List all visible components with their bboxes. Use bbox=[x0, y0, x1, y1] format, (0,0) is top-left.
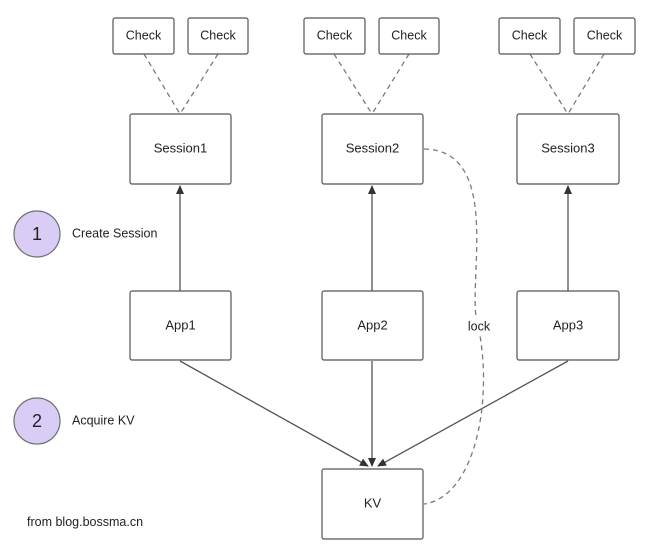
step-1: 1 Create Session bbox=[13, 210, 158, 258]
app3-box: App3 bbox=[516, 290, 620, 361]
create-session-arrows bbox=[176, 185, 572, 291]
app3-label: App3 bbox=[553, 317, 583, 332]
lock-connector bbox=[423, 148, 485, 505]
step-2-label: Acquire KV bbox=[72, 413, 135, 427]
check-label: Check bbox=[512, 28, 548, 42]
app1-label: App1 bbox=[165, 317, 195, 332]
kv-label: KV bbox=[364, 495, 382, 510]
step-1-label: Create Session bbox=[72, 226, 158, 240]
app1-box: App1 bbox=[129, 290, 232, 361]
kv-box: KV bbox=[321, 468, 424, 540]
step-2-circle bbox=[13, 397, 61, 445]
session1-box: Session1 bbox=[129, 113, 232, 185]
session3-box: Session3 bbox=[516, 113, 620, 185]
source-credit: from blog.bossma.cn bbox=[27, 515, 144, 529]
check-box: Check bbox=[378, 17, 440, 55]
session2-box: Session2 bbox=[321, 113, 424, 185]
step-2: 2 Acquire KV bbox=[13, 397, 135, 445]
step-2-number: 2 bbox=[32, 411, 42, 431]
check-box: Check bbox=[112, 17, 175, 55]
check-box: Check bbox=[498, 17, 561, 55]
check-label: Check bbox=[200, 28, 236, 42]
app2-box: App2 bbox=[321, 290, 424, 361]
session1-label: Session1 bbox=[154, 140, 207, 155]
check-label: Check bbox=[126, 28, 162, 42]
check-label: Check bbox=[391, 28, 427, 42]
check-box: Check bbox=[303, 17, 366, 55]
app2-label: App2 bbox=[357, 317, 387, 332]
check-label: Check bbox=[587, 28, 623, 42]
step-1-number: 1 bbox=[32, 224, 42, 244]
lock-label-background bbox=[463, 316, 495, 336]
lock-label: lock bbox=[468, 319, 491, 333]
check-label: Check bbox=[317, 28, 353, 42]
session3-label: Session3 bbox=[541, 140, 594, 155]
check-box: Check bbox=[573, 17, 636, 55]
session2-label: Session2 bbox=[346, 140, 399, 155]
acquire-kv-arrows bbox=[179, 360, 569, 467]
step-1-circle bbox=[13, 210, 61, 258]
check-connectors bbox=[143, 53, 605, 115]
check-box: Check bbox=[187, 17, 249, 55]
